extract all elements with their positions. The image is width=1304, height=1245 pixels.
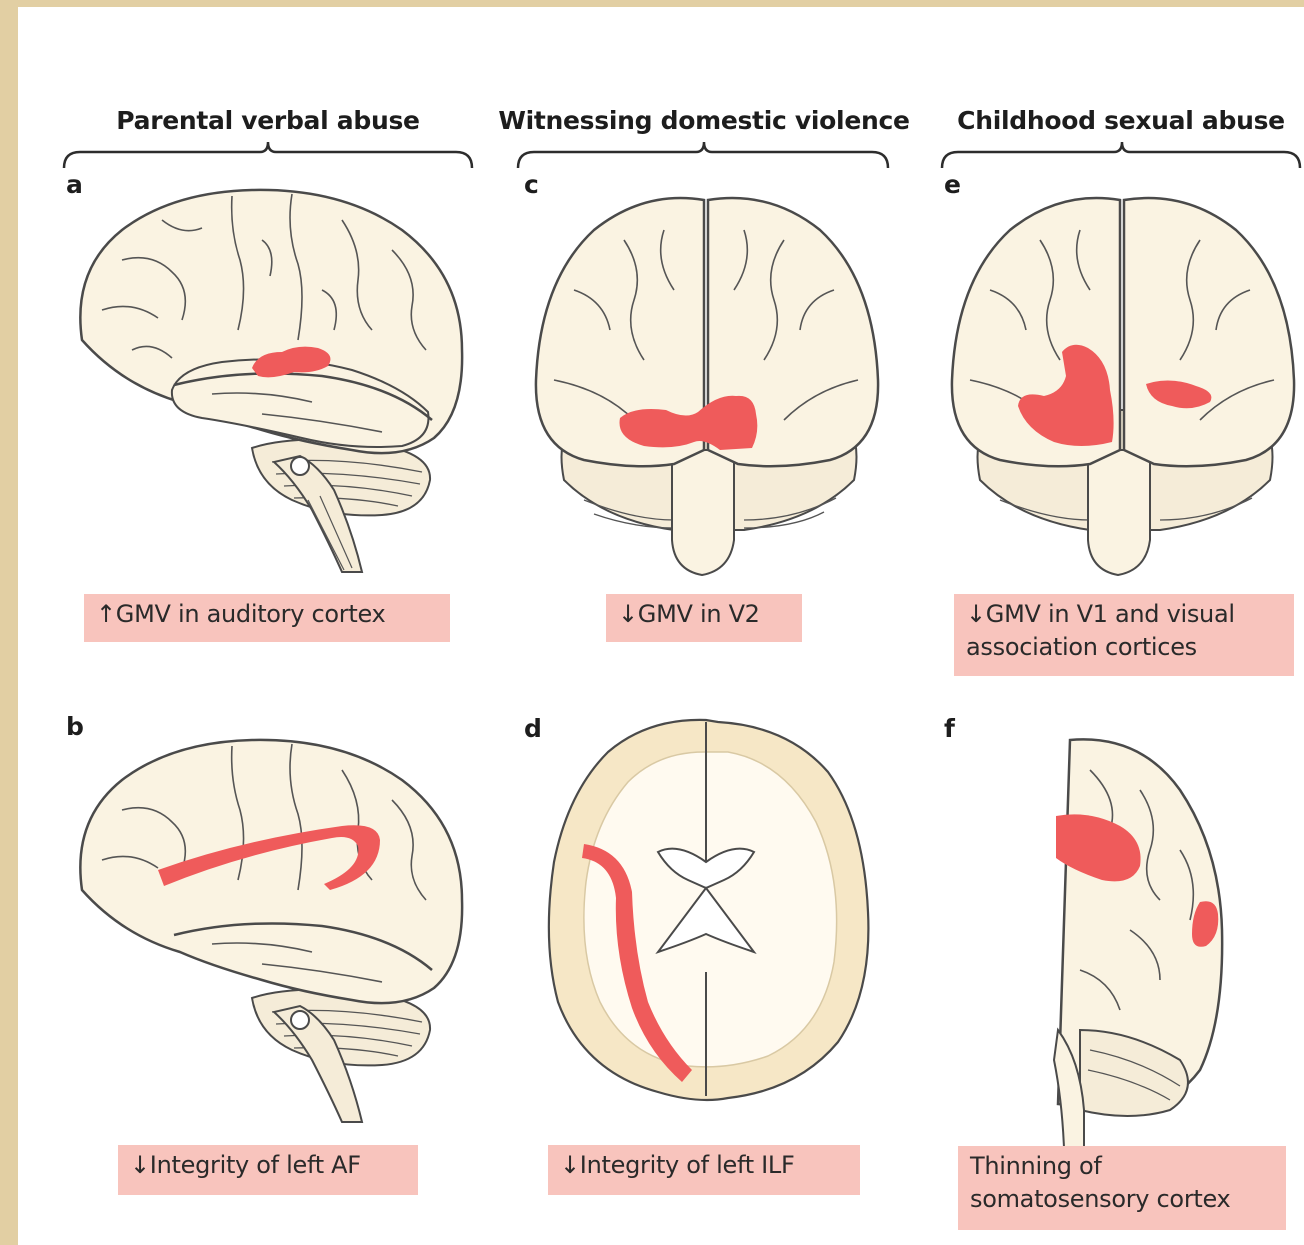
- caption-b: ↓Integrity of left AF: [118, 1145, 418, 1195]
- axial-slice-illustration-d: [528, 712, 888, 1112]
- bracket-domestic-violence: [514, 136, 894, 172]
- lateral-brain-illustration-a: [62, 180, 482, 580]
- caption-c: ↓GMV in V2: [606, 594, 802, 642]
- brainstem: [1088, 450, 1150, 575]
- posterior-brain-illustration-c: [524, 180, 894, 580]
- lateral-brain-illustration-b: [62, 730, 482, 1130]
- caption-f-line2: somatosensory cortex: [970, 1183, 1274, 1216]
- caption-e-line2: association cortices: [966, 631, 1282, 664]
- caption-d: ↓Integrity of left ILF: [548, 1145, 860, 1195]
- caption-f: Thinning of somatosensory cortex: [958, 1146, 1286, 1230]
- caption-e: ↓GMV in V1 and visual association cortic…: [954, 594, 1294, 676]
- bracket-verbal-abuse: [60, 136, 480, 172]
- panel-letter-f: f: [944, 714, 955, 743]
- caption-e-line1: ↓GMV in V1 and visual: [966, 598, 1282, 631]
- caption-f-line1: Thinning of: [970, 1150, 1274, 1183]
- cerebrum: [80, 740, 462, 1003]
- right-hemisphere: [1124, 198, 1294, 466]
- medial-brain-illustration-f: [1040, 730, 1280, 1150]
- caption-a: ↑GMV in auditory cortex: [84, 594, 450, 642]
- bracket-sexual-abuse: [938, 136, 1304, 172]
- brainstem: [672, 450, 734, 575]
- posterior-brain-illustration-e: [940, 180, 1304, 580]
